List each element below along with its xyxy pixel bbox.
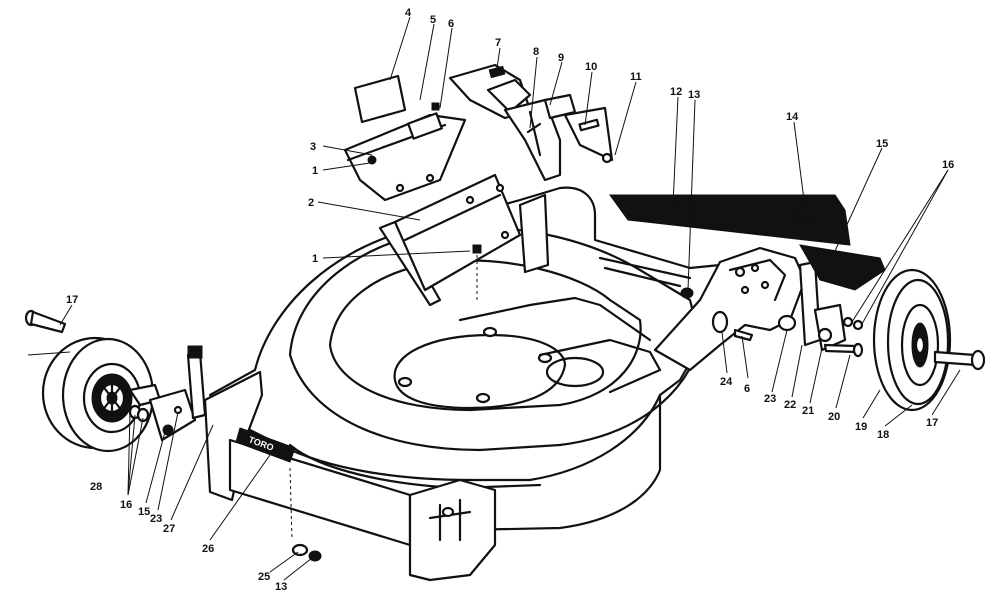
callout-4: 4 (405, 7, 412, 19)
callout-15: 15 (876, 138, 888, 150)
mower-deck-housing (203, 186, 802, 582)
callout-8: 8 (533, 46, 539, 58)
callout-20: 20 (828, 411, 840, 423)
callout-17-right: 17 (926, 417, 938, 429)
rear-flap-strip (609, 194, 886, 291)
callout-12: 12 (670, 86, 682, 98)
leader-lines (27, 16, 961, 581)
callout-13-lower: 13 (275, 581, 287, 593)
callout-16-left: 16 (120, 499, 132, 511)
callout-6: 6 (448, 18, 454, 30)
callout-24: 24 (720, 376, 733, 388)
callout-17-left: 17 (66, 294, 78, 306)
callout-5: 5 (430, 14, 436, 26)
callout-21: 21 (802, 405, 814, 417)
callout-19: 19 (855, 421, 867, 433)
callout-23-right: 23 (764, 393, 776, 405)
rear-baffle-plate (393, 173, 522, 300)
callout-6-right: 6 (744, 383, 750, 395)
rear-axle-hardware (680, 287, 864, 358)
callout-9: 9 (558, 52, 564, 64)
front-axle-washers-left (128, 383, 197, 442)
front-height-adjust-lever (186, 345, 207, 420)
rear-wheel-right (872, 268, 952, 412)
front-axle-bolt-left (24, 309, 67, 334)
callout-7: 7 (495, 37, 501, 49)
callout-27: 27 (163, 523, 175, 535)
decal-card (353, 74, 407, 124)
callout-26: 26 (202, 543, 214, 555)
rear-axle-bolt-right (933, 349, 986, 371)
callout-14: 14 (786, 111, 799, 123)
callout-numbers: 4 5 6 7 8 9 10 11 12 13 14 15 16 3 1 2 1… (66, 7, 954, 593)
callout-13: 13 (688, 89, 700, 101)
callout-15-left: 15 (138, 506, 150, 518)
callout-22: 22 (784, 399, 796, 411)
callout-1-lower: 1 (312, 253, 318, 265)
callout-1: 1 (312, 165, 318, 177)
callout-18: 18 (877, 429, 889, 441)
callout-25: 25 (258, 571, 270, 583)
callout-2: 2 (308, 197, 314, 209)
callout-28: 28 (90, 481, 102, 493)
callout-10: 10 (585, 61, 597, 73)
upper-mount-plate (343, 102, 467, 202)
callout-3: 3 (310, 141, 316, 153)
callout-16: 16 (942, 159, 954, 171)
front-wheel-left (41, 336, 155, 453)
callout-23-left: 23 (150, 513, 162, 525)
handle-bracket-assembly (448, 63, 614, 182)
front-decal: TORO (235, 427, 296, 463)
callout-11: 11 (630, 71, 642, 83)
